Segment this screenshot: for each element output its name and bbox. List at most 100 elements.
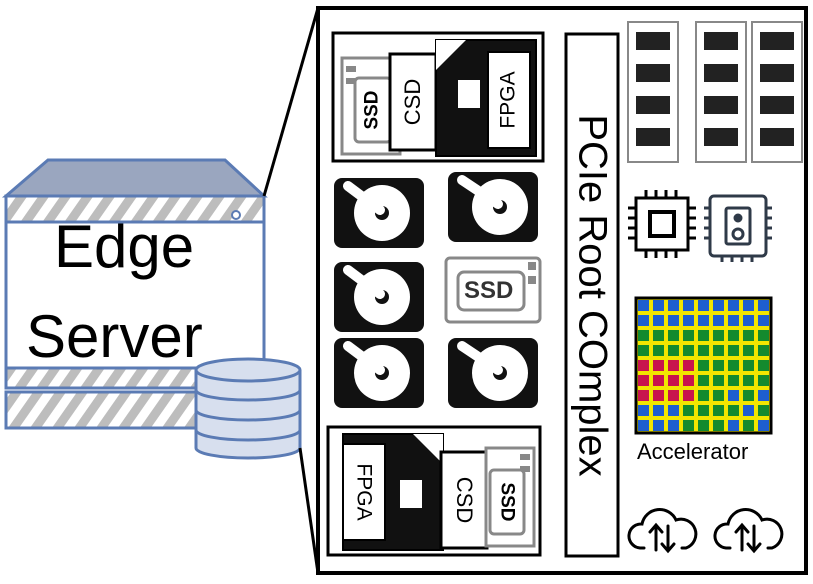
accelerator-cell <box>653 405 664 416</box>
cloud-sync-icon <box>713 508 784 554</box>
hdd-icon <box>334 178 424 248</box>
accelerator-cell <box>713 330 724 341</box>
accelerator-cell <box>698 390 709 401</box>
ssd-label: SSD <box>464 277 514 304</box>
accelerator-cell <box>713 360 724 371</box>
accelerator-cell <box>728 330 739 341</box>
accelerator-cell <box>668 300 679 311</box>
server-label-line1: Edge <box>54 213 195 280</box>
accelerator-cell <box>683 300 694 311</box>
accelerator-cell <box>638 420 649 431</box>
storage-chip-icon <box>704 194 772 262</box>
dram-chips <box>636 32 794 146</box>
accelerator-cell <box>638 390 649 401</box>
accelerator-cell <box>728 300 739 311</box>
bottom-ssd-label: SSD <box>497 482 519 522</box>
accelerator-cell <box>668 330 679 341</box>
dram-chip <box>636 96 670 114</box>
accelerator-cell <box>698 300 709 311</box>
accelerator-cell <box>728 405 739 416</box>
dram-chip <box>636 32 670 50</box>
hdd-icon <box>448 338 538 408</box>
accelerator-cell <box>728 420 739 431</box>
accelerator-cell <box>638 330 649 341</box>
accelerator-cell <box>728 315 739 326</box>
accelerator-cell <box>683 315 694 326</box>
accelerator-cell <box>698 345 709 356</box>
bottom-csd-label: CSD <box>452 476 478 524</box>
pcie-root-label: PCIe Root COmplex <box>570 113 615 477</box>
dram-chip <box>760 64 794 82</box>
accelerator-cell <box>743 330 754 341</box>
accelerator-cell <box>743 375 754 386</box>
accelerator-cell <box>728 345 739 356</box>
cloud-sync-icon <box>627 508 698 554</box>
accelerator-cell <box>728 375 739 386</box>
accelerator-cell <box>743 345 754 356</box>
accelerator-cell <box>668 420 679 431</box>
accelerator-cell <box>758 420 769 431</box>
accelerator-cell <box>653 360 664 371</box>
top-ssd-label: SSD <box>362 90 384 130</box>
accelerator-cell <box>713 420 724 431</box>
accelerator-cell <box>743 360 754 371</box>
accelerator-cell <box>758 300 769 311</box>
accelerator-cell <box>668 405 679 416</box>
accelerator-cell <box>698 375 709 386</box>
dram-chip <box>704 64 738 82</box>
accelerator-cell <box>683 330 694 341</box>
dram-chip <box>760 96 794 114</box>
accelerator-cell <box>713 390 724 401</box>
accelerator-cell <box>758 405 769 416</box>
accelerator-cell <box>683 345 694 356</box>
accelerator-cell <box>668 390 679 401</box>
bottom-card-group <box>326 425 542 557</box>
accelerator-cell <box>698 405 709 416</box>
dram-chip <box>704 96 738 114</box>
accelerator-cell <box>653 315 664 326</box>
dram-chip <box>704 32 738 50</box>
accelerator-cell <box>713 405 724 416</box>
database-icon <box>194 357 302 460</box>
accelerator-cell <box>698 360 709 371</box>
accelerator-cell <box>758 315 769 326</box>
accelerator-cell <box>758 390 769 401</box>
accelerator-cell <box>638 315 649 326</box>
accelerator-cell <box>713 375 724 386</box>
accelerator-cell <box>668 360 679 371</box>
accelerator-cell <box>638 375 649 386</box>
accelerator-cell <box>758 375 769 386</box>
top-fpga-label: FPGA <box>497 71 520 129</box>
dram-chip <box>760 32 794 50</box>
top-card-group <box>331 31 545 163</box>
accelerator-cell <box>743 315 754 326</box>
accelerator-cell <box>683 375 694 386</box>
ssd-icon <box>444 256 542 324</box>
accelerator-grid-icon <box>634 296 773 435</box>
accelerator-cell <box>638 405 649 416</box>
accelerator-label: Accelerator <box>637 439 749 464</box>
accelerator-cell <box>758 330 769 341</box>
accelerator-cell <box>683 405 694 416</box>
accelerator-cell <box>713 315 724 326</box>
cpu-icon <box>628 190 696 258</box>
server-label-line2: Server <box>26 303 203 370</box>
hdd-icon <box>448 172 538 242</box>
accelerator-cell <box>653 390 664 401</box>
accelerator-cell <box>698 420 709 431</box>
hdd-icon <box>334 338 424 408</box>
dram-chip <box>704 128 738 146</box>
accelerator-cell <box>743 405 754 416</box>
dram-chip <box>636 128 670 146</box>
accelerator-cell <box>728 360 739 371</box>
bottom-fpga-label: FPGA <box>353 463 376 521</box>
accelerator-cell <box>653 420 664 431</box>
accelerator-cell <box>653 300 664 311</box>
accelerator-cell <box>668 375 679 386</box>
accelerator-cell <box>683 420 694 431</box>
accelerator-cell <box>728 390 739 401</box>
accelerator-cell <box>653 330 664 341</box>
accelerator-cell <box>743 390 754 401</box>
